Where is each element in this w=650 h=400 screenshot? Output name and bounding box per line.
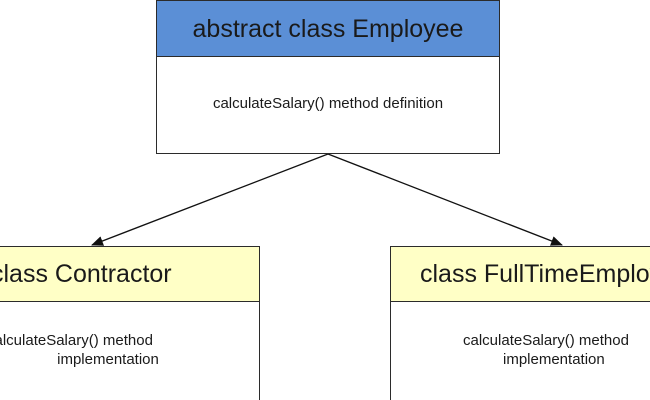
inheritance-arrow-contractor bbox=[91, 153, 329, 246]
contractor-class-title: class Contractor bbox=[0, 247, 259, 302]
employee-class-body: calculateSalary() method definition bbox=[157, 57, 499, 153]
fulltime-method-line-1: calculateSalary() method bbox=[463, 331, 629, 349]
fulltime-class-title: class FullTimeEmployee bbox=[391, 247, 650, 302]
fulltime-method-line-2: implementation bbox=[503, 350, 605, 368]
contractor-class-body: calculateSalary() method implementation bbox=[0, 302, 259, 400]
employee-class-box: abstract class Employee calculateSalary(… bbox=[156, 0, 500, 154]
employee-method-line-1: calculateSalary() method definition bbox=[212, 94, 444, 112]
fulltime-class-body: calculateSalary() method implementation bbox=[391, 302, 650, 400]
contractor-method-line-2: implementation bbox=[57, 350, 159, 368]
contractor-class-box: class Contractor calculateSalary() metho… bbox=[0, 246, 260, 400]
employee-class-title: abstract class Employee bbox=[157, 1, 499, 57]
inheritance-arrow-fulltime bbox=[327, 153, 563, 246]
fulltime-class-box: class FullTimeEmployee calculateSalary()… bbox=[390, 246, 650, 400]
contractor-method-line-1: calculateSalary() method bbox=[0, 331, 153, 349]
